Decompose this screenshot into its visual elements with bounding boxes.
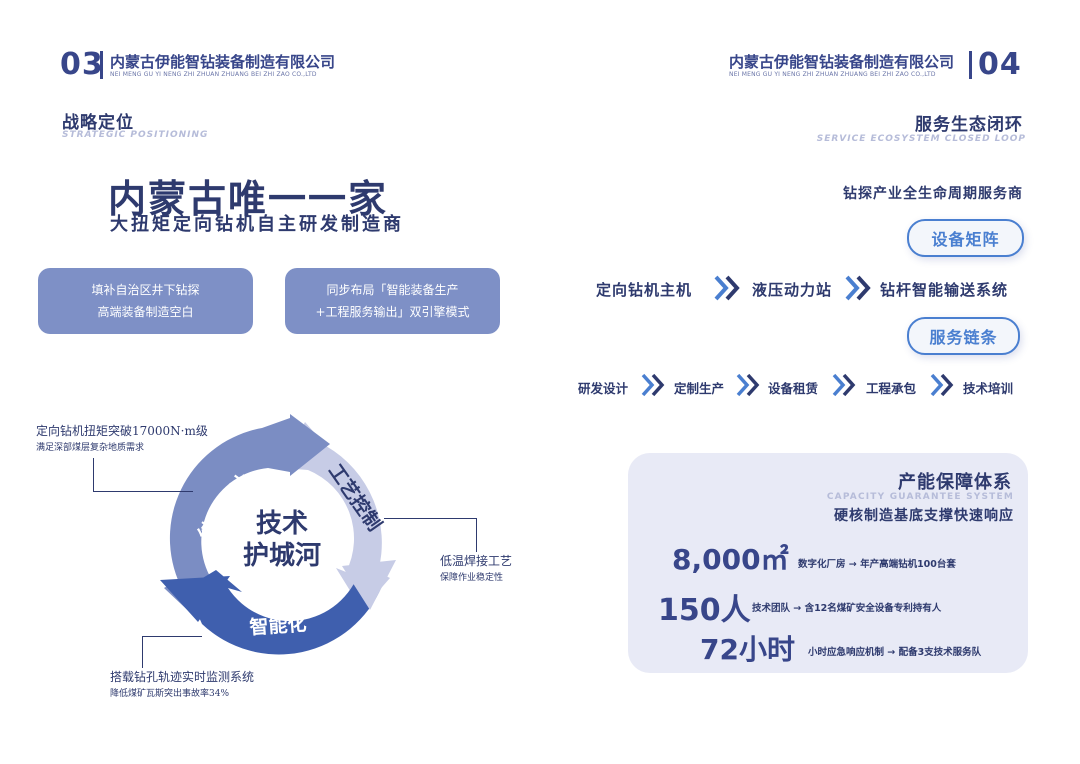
service-item: 设备租赁 xyxy=(768,381,819,396)
technology-cycle-diagram: 结构设计 工艺控制 智能化 技术 护城河 xyxy=(160,414,396,655)
leader-line xyxy=(142,636,202,637)
section-title-en: SERVICE ECOSYSTEM CLOSED LOOP xyxy=(816,134,1026,144)
highlight-card: 同步布局「智能装备生产 +工程服务输出」双引擎模式 xyxy=(285,268,500,334)
section-title: 服务生态闭环 xyxy=(915,115,1023,135)
stat-value: 150人 xyxy=(658,593,751,628)
stat-description: 技术团队 → 含12名煤矿安全设备专利持有人 xyxy=(752,603,942,614)
capacity-title: 产能保障体系 xyxy=(898,472,1012,493)
stat-description: 小时应急响应机制 → 配备3支技术服务队 xyxy=(808,647,982,658)
cycle-segment-process xyxy=(282,422,390,610)
company-name-en: NEI MENG GU YI NENG ZHI ZHUAN ZHUANG BEI… xyxy=(729,71,936,78)
cycle-segment-smart xyxy=(186,570,382,655)
chevron-right-icon xyxy=(930,373,954,397)
service-item: 研发设计 xyxy=(578,381,629,396)
cycle-center-line1: 技术 xyxy=(256,509,308,539)
leader-line xyxy=(476,518,477,552)
annotation-subtitle: 降低煤矿瓦斯突出事故率34% xyxy=(110,689,230,699)
card-line: 填补自治区井下钻探 xyxy=(91,283,200,297)
equipment-item: 液压动力站 xyxy=(752,281,833,299)
stat-description: 数字化厂房 → 年产高端钻机100台套 xyxy=(798,559,956,570)
service-item: 定制生产 xyxy=(674,381,725,396)
company-name: 内蒙古伊能智钻装备制造有限公司 xyxy=(110,53,336,71)
hero-subheadline: 大扭矩定向钻机自主研发制造商 xyxy=(110,214,404,235)
cycle-label-smart: 智能化 xyxy=(249,612,307,639)
service-item: 工程承包 xyxy=(866,381,917,396)
company-name-en: NEI MENG GU YI NENG ZHI ZHUAN ZHUANG BEI… xyxy=(110,71,317,78)
chevron-right-icon xyxy=(832,373,856,397)
service-subtitle: 钻探产业全生命周期服务商 xyxy=(843,186,1023,202)
card-line: 高端装备制造空白 xyxy=(97,305,194,319)
chevron-right-icon xyxy=(845,275,871,301)
page-number: 03 xyxy=(60,47,104,82)
annotation-subtitle: 满足深部煤层复杂地质需求 xyxy=(36,443,145,453)
page-number: 04 xyxy=(978,47,1022,82)
hero-headline: 内蒙古唯一一家 xyxy=(108,177,389,221)
section-title: 战略定位 xyxy=(62,113,134,133)
equipment-item: 钻杆智能输送系统 xyxy=(880,281,1009,299)
leader-line xyxy=(142,636,143,668)
cycle-center-line2: 护城河 xyxy=(243,541,321,571)
leader-line xyxy=(384,518,476,519)
service-item: 技术培训 xyxy=(963,381,1014,396)
stat-value: 72小时 xyxy=(700,633,795,666)
annotation-title: 低温焊接工艺 xyxy=(440,554,513,568)
card-line: +工程服务输出」双引擎模式 xyxy=(315,305,470,319)
pill-service-chain: 服务链条 xyxy=(907,317,1020,355)
pill-equipment-matrix: 设备矩阵 xyxy=(907,219,1024,257)
cycle-arrow-head xyxy=(160,576,230,622)
stat-value: 8,000㎡ xyxy=(672,543,789,576)
chevron-right-icon xyxy=(736,373,760,397)
company-name: 内蒙古伊能智钻装备制造有限公司 xyxy=(729,53,955,71)
highlight-card: 填补自治区井下钻探 高端装备制造空白 xyxy=(38,268,253,334)
leader-line xyxy=(93,458,94,492)
annotation-title: 定向钻机扭矩突破17000N·m级 xyxy=(36,424,208,438)
cycle-segment-structure xyxy=(164,418,310,620)
annotation-subtitle: 保障作业稳定性 xyxy=(440,573,504,583)
capacity-title-en: CAPACITY GUARANTEE SYSTEM xyxy=(826,492,1014,502)
chevron-right-icon xyxy=(714,275,740,301)
annotation-title: 搭载钻孔轨迹实时监测系统 xyxy=(110,670,255,684)
capacity-panel xyxy=(628,453,1028,673)
section-title-en: STRATEGIC POSITIONING xyxy=(62,130,209,140)
cycle-arrow-head xyxy=(342,560,396,610)
chevron-right-icon xyxy=(641,373,665,397)
equipment-item: 定向钻机主机 xyxy=(596,281,693,299)
header-divider xyxy=(100,51,103,79)
cycle-arrow-head xyxy=(290,414,330,476)
card-line: 同步布局「智能装备生产 xyxy=(326,283,459,297)
capacity-subtitle: 硬核制造基底支撑快速响应 xyxy=(834,508,1014,524)
header-divider xyxy=(969,51,972,79)
leader-line xyxy=(93,491,193,492)
